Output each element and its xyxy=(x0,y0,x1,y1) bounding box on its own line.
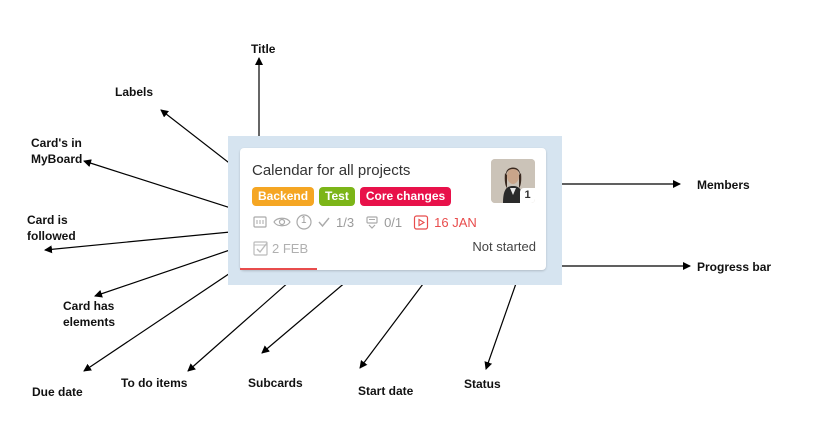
subcards-icon[interactable] xyxy=(365,215,379,229)
status-text: Not started xyxy=(472,239,536,254)
card-title[interactable]: Calendar for all projects xyxy=(252,162,411,179)
member-photo xyxy=(491,159,535,203)
label-backend[interactable]: Backend xyxy=(252,187,315,206)
progress-bar xyxy=(240,268,317,270)
label-test[interactable]: Test xyxy=(319,187,355,206)
callout-followed: Card is followed xyxy=(27,213,76,243)
kanban-card[interactable]: Calendar for all projects Backend Test C… xyxy=(240,148,546,270)
start-date-icon[interactable] xyxy=(413,214,429,230)
card-indicators: 1 1/3 0/1 16 JAN xyxy=(252,214,477,230)
elements-icon[interactable]: 1 xyxy=(296,214,312,230)
callout-subcards: Subcards xyxy=(248,376,303,390)
due-date-icon[interactable] xyxy=(252,239,270,257)
todo-count: 1/3 xyxy=(336,214,355,230)
callout-elements: Card has elements xyxy=(63,299,116,329)
start-date: 16 JAN xyxy=(434,214,477,230)
member-avatar[interactable]: 1 xyxy=(491,159,535,203)
elements-count: 1 xyxy=(301,215,307,226)
callout-myboard: Card's in MyBoard xyxy=(31,136,83,166)
callout-due-date: Due date xyxy=(32,385,83,399)
callout-status: Status xyxy=(464,377,501,391)
subcards-count: 0/1 xyxy=(384,214,403,230)
callout-labels: Labels xyxy=(115,85,154,99)
check-icon[interactable] xyxy=(317,215,331,229)
card-labels: Backend Test Core changes xyxy=(252,187,452,206)
callout-todo: To do items xyxy=(121,376,188,390)
callout-title: Title xyxy=(251,42,276,56)
due-date-row: 2 FEB xyxy=(252,239,308,257)
callout-progress-bar: Progress bar xyxy=(697,260,772,274)
callout-start-date: Start date xyxy=(358,384,414,398)
label-core-changes[interactable]: Core changes xyxy=(359,187,452,206)
myboard-icon[interactable] xyxy=(252,214,268,230)
due-date: 2 FEB xyxy=(272,240,309,256)
callout-members: Members xyxy=(697,178,750,192)
eye-icon[interactable] xyxy=(273,214,291,230)
member-count-badge: 1 xyxy=(520,188,535,203)
